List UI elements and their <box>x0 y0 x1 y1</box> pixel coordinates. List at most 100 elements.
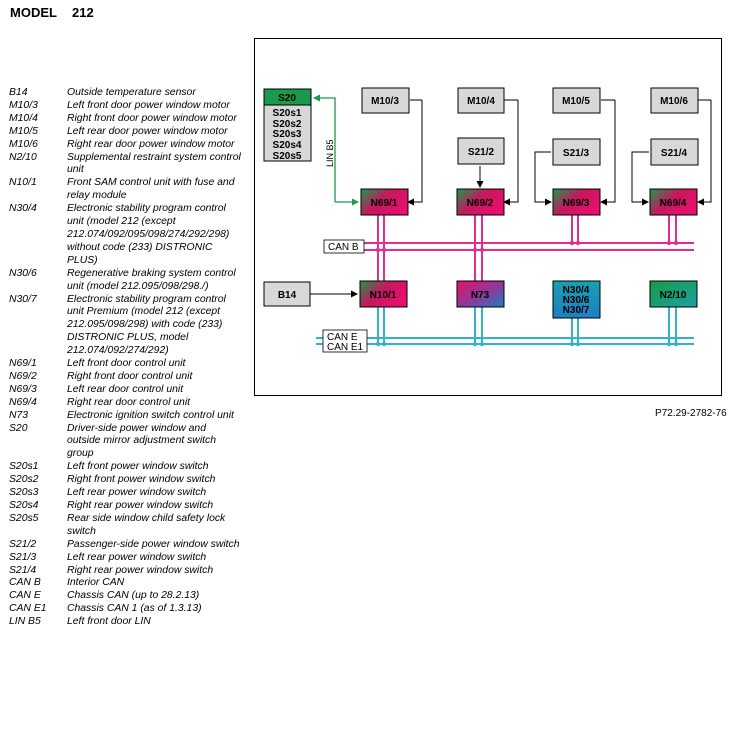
legend-description: Right rear door power window motor <box>67 138 235 150</box>
can-e-drops <box>377 307 677 344</box>
legend-row: S20s1 Left front power window switch <box>9 461 241 474</box>
legend-row: S21/4 Right rear power window switch <box>9 565 241 578</box>
can-b-tag: CAN B <box>323 239 365 254</box>
door-unit-n69-2: N69/2 <box>456 188 505 216</box>
legend-description: Passenger-side power window switch <box>67 538 240 550</box>
legend-code: N69/3 <box>9 383 37 395</box>
legend-code: N30/4 <box>9 203 37 215</box>
s20-switch-1: S20s1 <box>273 108 302 119</box>
door-unit-n69-4: N69/4 <box>649 188 698 216</box>
legend-row: N30/7 Electronic stability program contro… <box>9 294 241 359</box>
bus-unit-label: N10/1 <box>370 290 397 301</box>
s20-switch-3: S20s3 <box>273 129 302 140</box>
legend-description: Front SAM control unit with fuse and rel… <box>67 177 235 202</box>
legend-row: M10/4 Right front door power window motor <box>9 113 241 126</box>
switch-label: S21/4 <box>661 148 688 159</box>
legend-code: M10/5 <box>9 125 38 137</box>
legend-row: M10/6 Right rear door power window motor <box>9 139 241 152</box>
legend-row: N69/3 Left rear door control unit <box>9 384 241 397</box>
motor-label: M10/4 <box>467 96 495 107</box>
motor-label: M10/6 <box>660 96 688 107</box>
legend-code: LIN B5 <box>9 616 41 628</box>
s20-switch-4: S20s4 <box>273 140 302 151</box>
door-unit-label: N69/3 <box>563 198 590 209</box>
can-b-label: CAN B <box>328 242 359 253</box>
legend-description: Right rear door control unit <box>67 396 191 408</box>
switch-label: S21/3 <box>563 148 590 159</box>
can-e-label: CAN E <box>327 332 358 343</box>
legend-description: Right front door power window motor <box>67 112 237 124</box>
legend-description: Left front power window switch <box>67 461 209 473</box>
legend-code: B14 <box>9 87 28 98</box>
sensor-label: B14 <box>278 290 297 301</box>
legend-description: Right rear power window switch <box>67 564 214 576</box>
legend-code: S20s3 <box>9 487 39 499</box>
s20-switch-group: S20 S20s1 S20s2 S20s3 S20s4 S20s5 <box>263 88 312 162</box>
legend-description: Left front door LIN <box>67 616 151 628</box>
door-unit-label: N69/4 <box>660 198 687 209</box>
legend-description: Electronic stability program control uni… <box>67 293 226 357</box>
legend-row: N69/4 Right rear door control unit <box>9 397 241 410</box>
legend-code: N69/2 <box>9 370 37 382</box>
legend-code: S20 <box>9 422 28 434</box>
motor-label: M10/3 <box>371 96 399 107</box>
legend-description: Rear side window child safety lock switc… <box>67 512 226 537</box>
s20-title: S20 <box>278 93 296 104</box>
sensor-b14: B14 <box>263 281 311 307</box>
legend-row: LIN B5 Left front door LIN <box>9 616 241 629</box>
legend-description: Right rear power window switch <box>67 500 214 511</box>
legend-code: N30/7 <box>9 293 37 305</box>
motor-m10-5: M10/5 <box>552 87 601 114</box>
motor-m10-3: M10/3 <box>361 87 410 114</box>
legend-code: N73 <box>9 409 29 421</box>
legend-code: S20s1 <box>9 461 39 473</box>
legend-code: M10/6 <box>9 138 38 150</box>
model-header: MODEL 212 <box>10 5 94 20</box>
legend-description: Left rear door control unit <box>67 383 184 395</box>
can-b-drops <box>377 215 677 281</box>
legend-code: N69/4 <box>9 396 37 408</box>
legend-code: S20s2 <box>9 474 39 486</box>
legend-description: Interior CAN <box>67 577 125 589</box>
legend-code: CAN E <box>9 590 41 602</box>
unit-n2-10: N2/10 <box>649 280 698 308</box>
legend-code: S20s4 <box>9 500 39 511</box>
legend-code: M10/4 <box>9 112 38 124</box>
legend-code: CAN E1 <box>9 603 47 615</box>
model-number: 212 <box>72 5 94 20</box>
legend-code: S21/2 <box>9 538 37 550</box>
door-unit-label: N69/1 <box>371 198 398 209</box>
can-e-tag: CAN E CAN E1 <box>322 329 368 353</box>
bus-unit-label: N73 <box>471 290 490 301</box>
model-label: MODEL <box>10 5 57 20</box>
door-unit-label: N69/2 <box>467 198 494 209</box>
switch-s21-4: S21/4 <box>650 138 699 166</box>
legend-description: Right front power window switch <box>67 474 216 486</box>
motor-m10-4: M10/4 <box>457 87 505 114</box>
legend-code: N10/1 <box>9 177 37 189</box>
bus-junction-dots <box>375 240 679 347</box>
motor-connections <box>310 99 712 298</box>
legend-code: S21/4 <box>9 564 37 576</box>
legend-description: Electronic stability program control uni… <box>67 203 230 266</box>
legend-description: Left rear door power window motor <box>67 125 228 137</box>
legend-description: Chassis CAN (up to 28.2.13) <box>67 590 200 602</box>
legend-code: M10/3 <box>9 99 38 111</box>
can-e1-label: CAN E1 <box>327 342 364 353</box>
legend-row: S21/2 Passenger-side power window switch <box>9 539 241 552</box>
s20-switch-2: S20s2 <box>273 119 302 130</box>
legend-code: N69/1 <box>9 358 37 370</box>
legend-code: S21/3 <box>9 551 37 563</box>
